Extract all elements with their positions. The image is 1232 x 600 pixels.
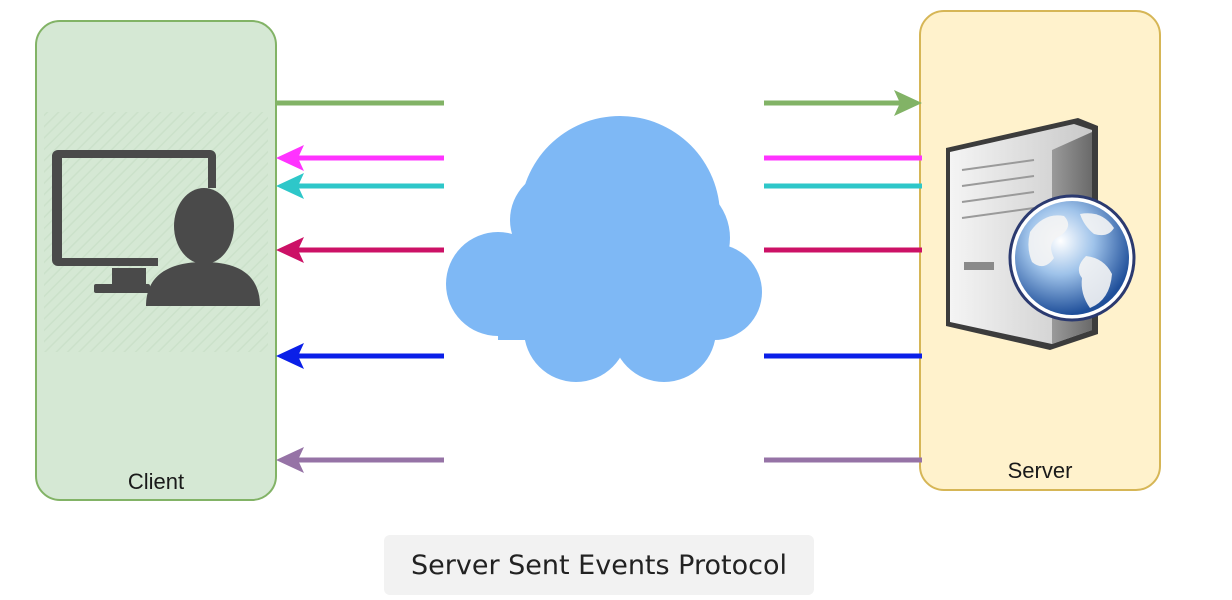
message-arrow-5-head (276, 343, 304, 369)
message-arrows (276, 90, 922, 473)
message-arrow-4-head (276, 237, 304, 263)
client-label: Client (127, 469, 185, 494)
message-arrow-2-head (276, 145, 304, 171)
client-hatch (44, 112, 268, 352)
cloud-icon (446, 116, 762, 382)
message-arrow-6-head (276, 447, 304, 473)
diagram-caption: Server Sent Events Protocol (384, 535, 814, 595)
server-label: Server (1007, 458, 1073, 483)
message-arrow-1-head (894, 90, 922, 116)
user-computer-icon (52, 150, 260, 306)
web-server-icon (946, 118, 1136, 350)
message-arrow-3-head (276, 173, 304, 199)
